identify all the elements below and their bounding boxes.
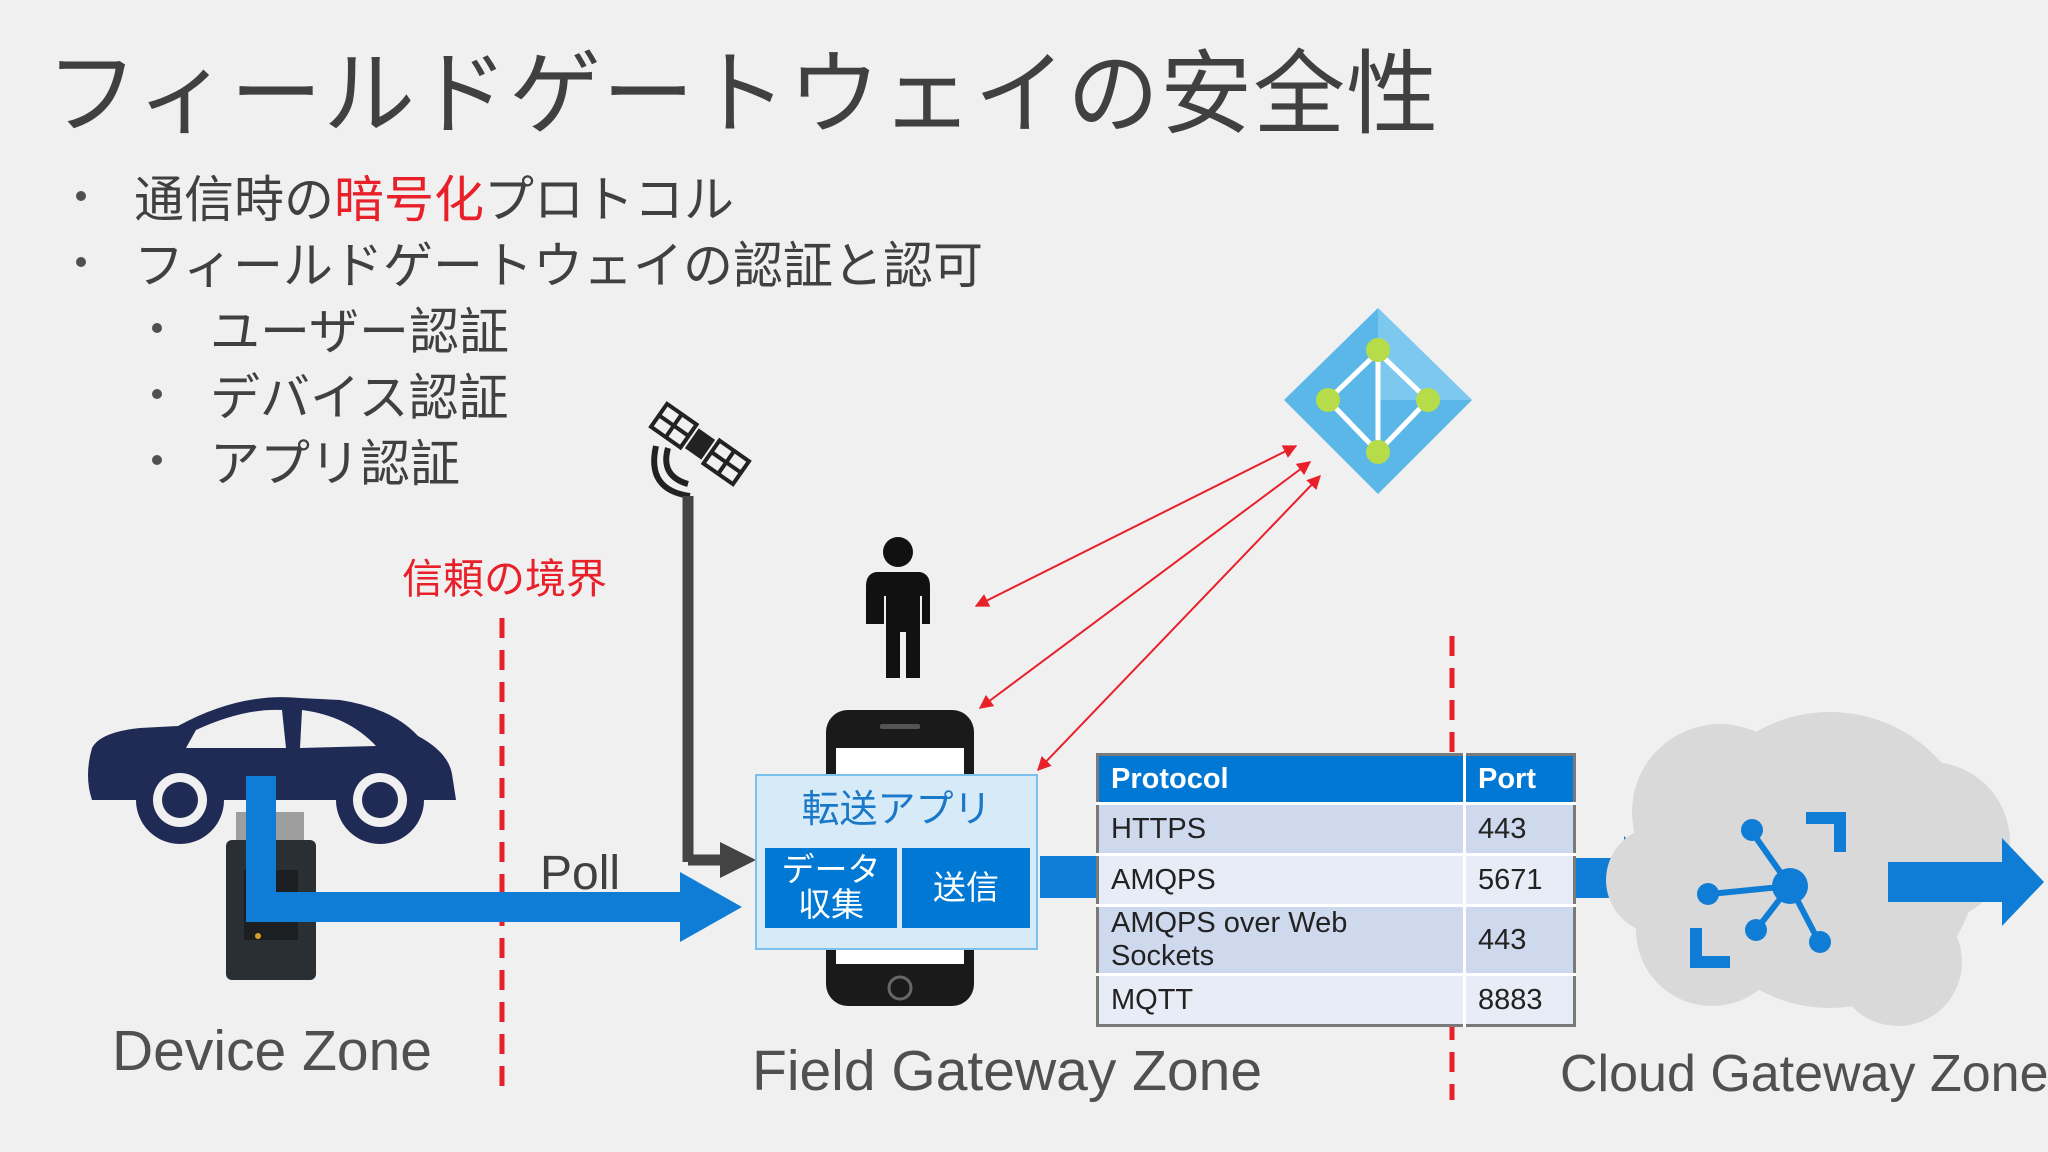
sub-bullet-label: デバイス認証 — [210, 369, 509, 427]
protocol-cell: HTTPS — [1097, 802, 1465, 855]
bullet-dot — [76, 257, 86, 267]
port-cell: 443 — [1463, 904, 1575, 975]
bullet-encryption: 通信時の暗号化プロトコル — [76, 160, 734, 232]
protocol-header: Protocol — [1097, 754, 1465, 804]
transfer-app-box: 転送アプリ データ 収集 送信 — [755, 774, 1038, 950]
satellite-link-arrow — [682, 496, 756, 878]
field-gateway-zone-label: Field Gateway Zone — [752, 1039, 1263, 1103]
port-cell: 5671 — [1463, 853, 1575, 906]
bullet-auth: フィールドゲートウェイの認証と認可 — [76, 226, 983, 298]
app-to-table-arrow — [1040, 856, 1098, 898]
port-header: Port — [1463, 754, 1575, 804]
table-header-row: Protocol Port — [1097, 754, 1575, 804]
table-row: HTTPS 443 — [1097, 802, 1575, 855]
protocol-cell: AMQPS — [1097, 853, 1465, 906]
satellite-icon — [648, 401, 752, 487]
device-zone-label: Device Zone — [112, 1019, 432, 1083]
car-icon — [88, 697, 456, 844]
satellite-signal-icon — [663, 447, 689, 487]
sub-bullet-label: アプリ認証 — [210, 435, 460, 493]
bullet-encryption-before: 通信時の — [134, 171, 334, 229]
slide-title: フィールドゲートウェイの安全性 — [46, 41, 1440, 148]
cloud-egress-arrow — [1888, 838, 2044, 926]
bullet-dot — [152, 323, 162, 333]
bullet-auth-text: フィールドゲートウェイの認証と認可 — [134, 237, 983, 295]
table-row: AMQPS over Web Sockets 443 — [1097, 904, 1575, 975]
table-row: MQTT 8883 — [1097, 973, 1575, 1026]
cloud-gateway-zone-label: Cloud Gateway Zone — [1560, 1045, 2048, 1103]
sub-bullet-user-auth: ユーザー認証 — [152, 292, 509, 364]
satellite-signal-icon — [651, 445, 691, 499]
sub-bullet-app-auth: アプリ認証 — [152, 424, 460, 496]
send-block: 送信 — [902, 848, 1030, 928]
bullet-dot — [152, 455, 162, 465]
auth-arrow-user — [974, 445, 1298, 607]
sub-bullet-label: ユーザー認証 — [210, 303, 509, 361]
protocol-table: Protocol Port HTTPS 443 AMQPS 5671 AMQPS… — [1096, 753, 1576, 1027]
identity-icon — [1284, 308, 1472, 494]
iot-hub-icon — [1690, 812, 1846, 968]
auth-arrow-device — [978, 461, 1312, 709]
bullet-encryption-highlight: 暗号化 — [334, 171, 484, 229]
bullet-dot — [76, 191, 86, 201]
poll-label: Poll — [540, 847, 621, 900]
data-collect-block: データ 収集 — [765, 848, 897, 928]
device-to-app-arrow — [246, 776, 742, 942]
trust-boundary-label: 信頼の境界 — [402, 555, 607, 603]
protocol-cell: AMQPS over Web Sockets — [1097, 904, 1465, 975]
port-cell: 8883 — [1463, 973, 1575, 1026]
bullet-dot — [152, 389, 162, 399]
table-row: AMQPS 5671 — [1097, 853, 1575, 906]
auth-arrow-app — [1037, 474, 1321, 772]
protocol-cell: MQTT — [1097, 973, 1465, 1026]
sub-bullet-device-auth: デバイス認証 — [152, 358, 509, 430]
port-cell: 443 — [1463, 802, 1575, 855]
person-icon — [866, 537, 930, 678]
bullet-encryption-after: プロトコル — [484, 171, 734, 229]
transfer-app-title: 転送アプリ — [801, 787, 992, 831]
